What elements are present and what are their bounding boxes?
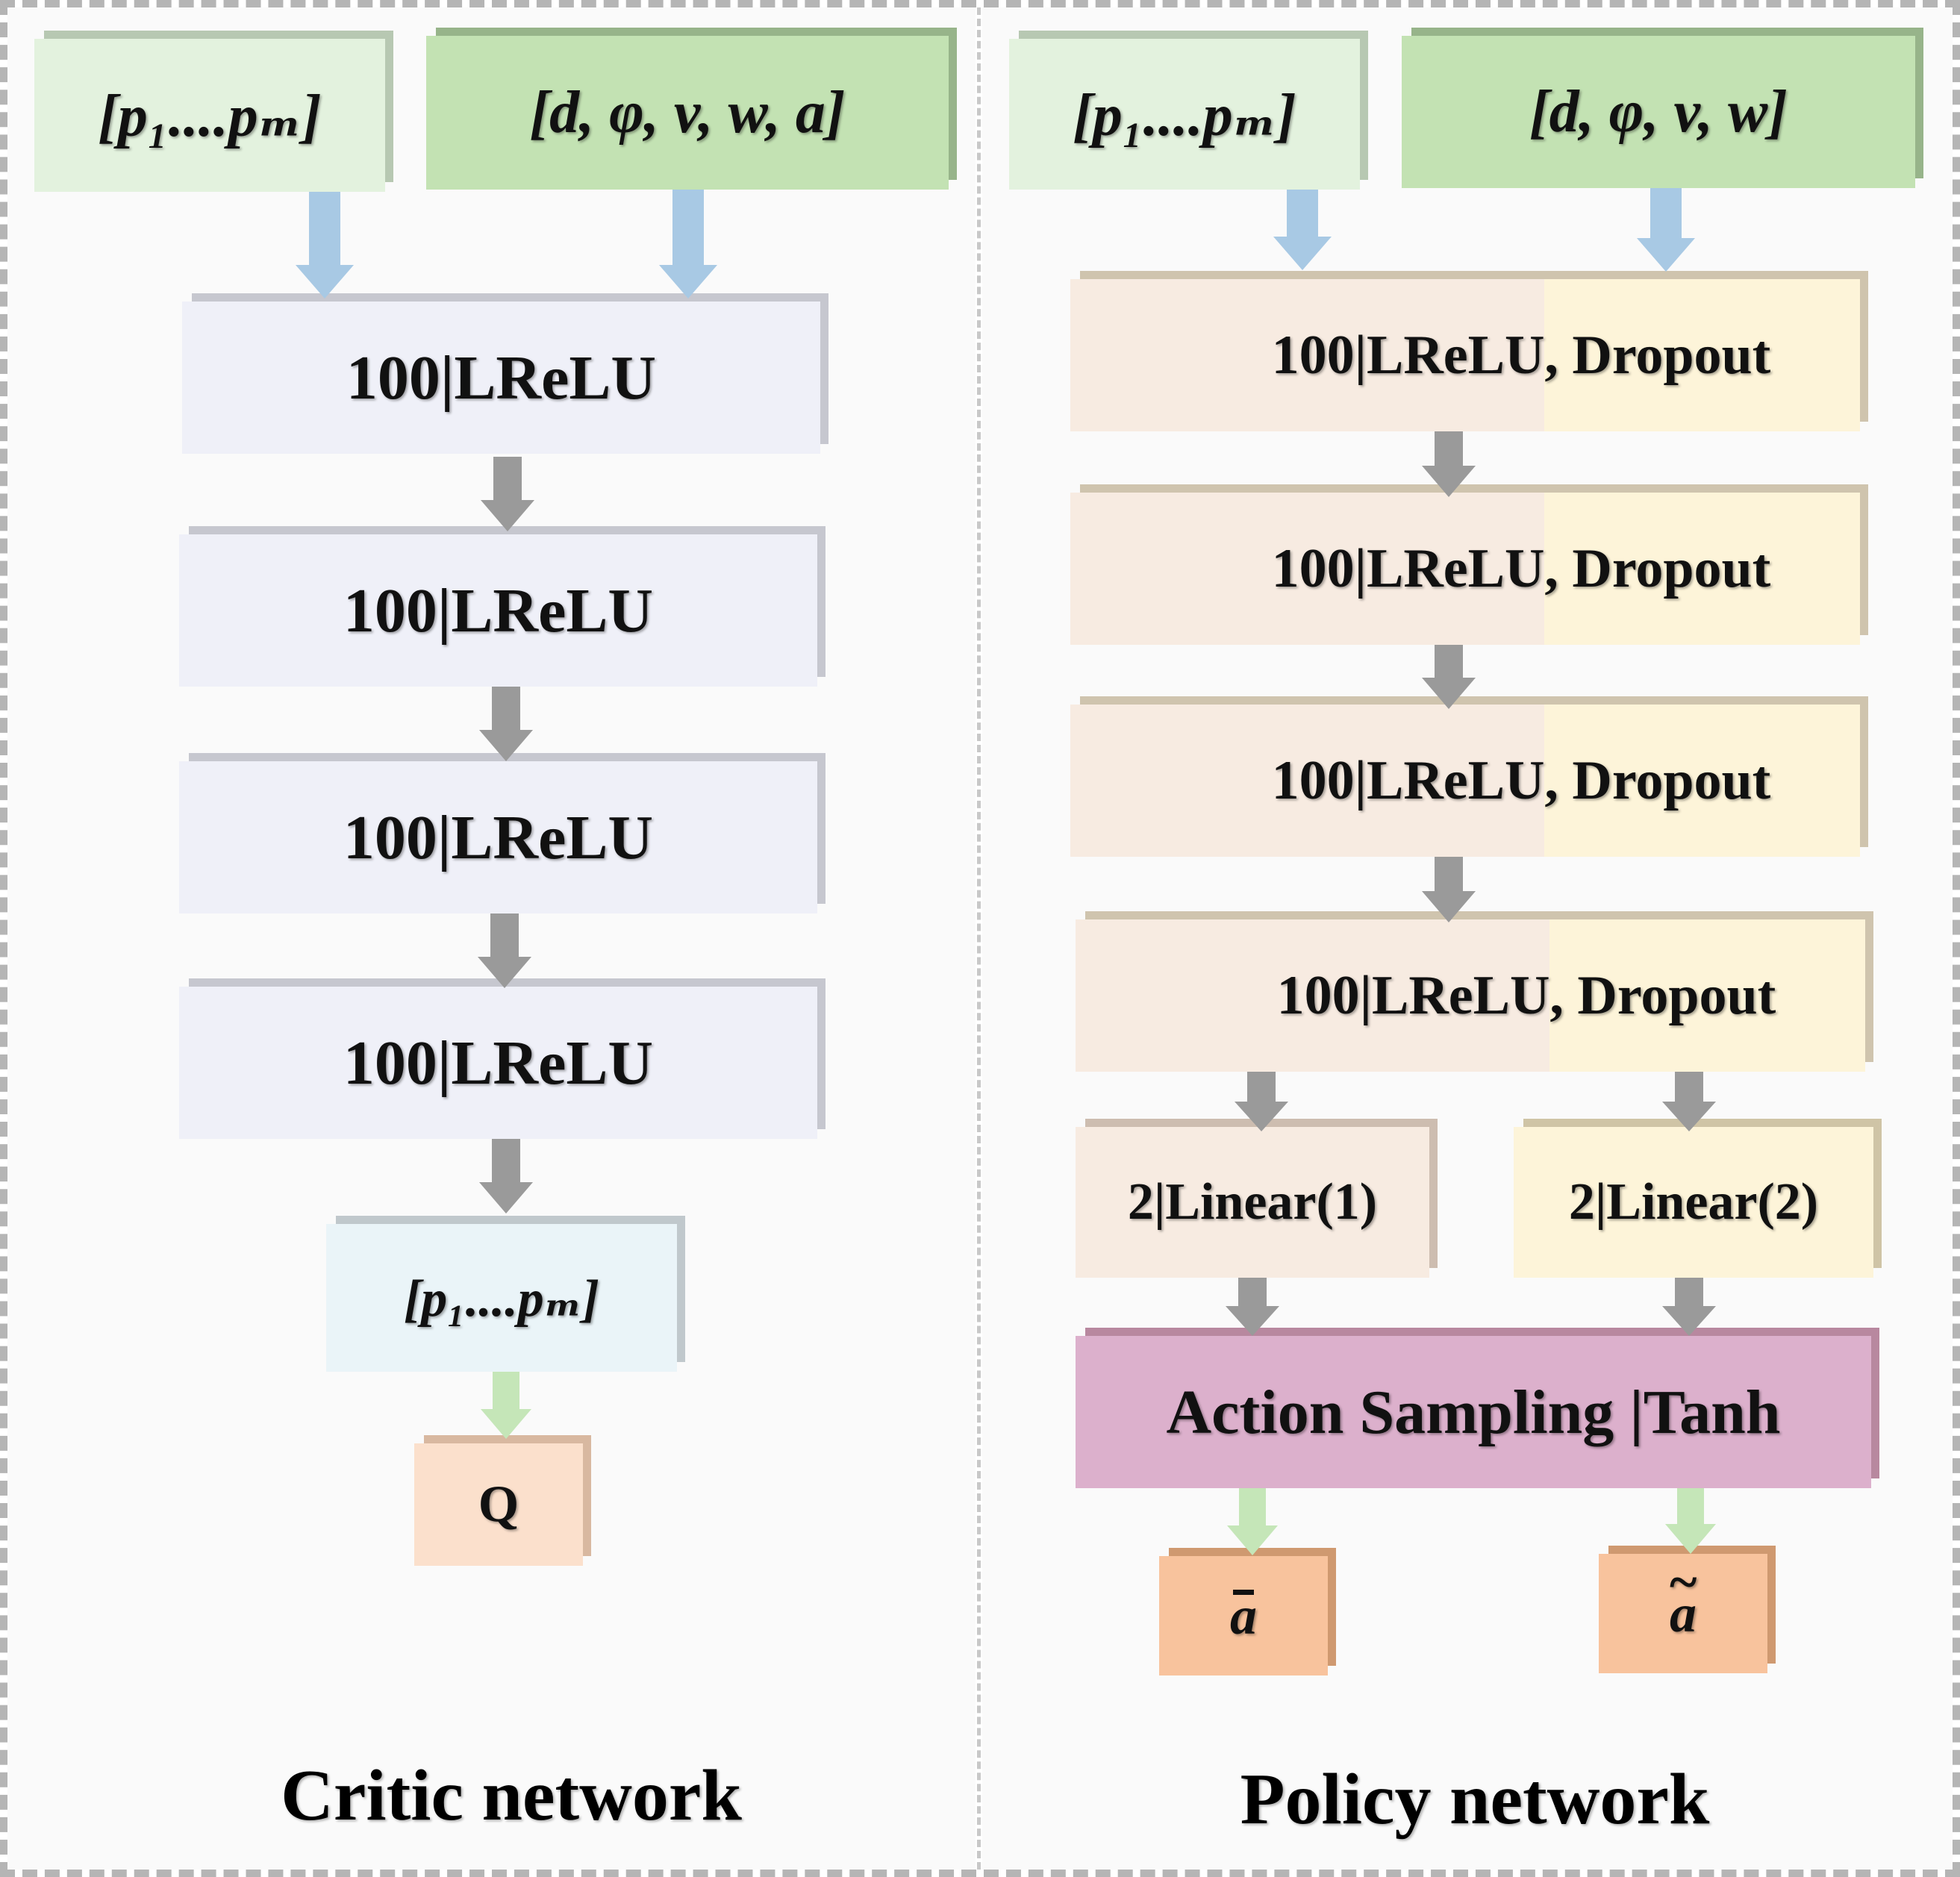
policy-layer-3: 100|LReLU, Dropout [1070,705,1860,857]
policy-output-a-bar: a [1159,1556,1328,1675]
critic-layer-1-label: 100|LReLU [346,343,657,413]
arrow-head [1235,1102,1288,1131]
critic-input-p: [p₁....pₘ] [34,39,385,192]
arrow-shaft [1435,431,1463,466]
policy-output-a-tilde: a [1599,1553,1767,1673]
policy-linear-2-label: 2|Linear(2) [1568,1173,1819,1231]
arrow-head [1662,1306,1716,1336]
critic-caption: Critic network [281,1755,742,1836]
critic-layer-4-label: 100|LReLU [343,1028,654,1098]
arrow-shaft [1239,1488,1266,1525]
critic-input-p-label: [p₁....pₘ] [98,84,322,149]
arrow-head [296,265,354,299]
arrow-head [479,1182,533,1214]
arrow-head [1637,238,1695,272]
arrow-shaft [492,1139,520,1182]
panel-divider [977,7,981,1870]
arrow-shaft [1247,1072,1276,1102]
arrow-head [1422,891,1476,922]
arrow-shaft [1675,1072,1703,1102]
policy-layer-4-label: 100|LReLU, Dropout [1276,964,1776,1026]
arrow-head [481,1409,531,1439]
arrow-shaft [493,457,522,500]
arrow-shaft [1677,1488,1704,1524]
critic-concat-p: [p₁....pₘ] [326,1224,677,1372]
critic-layer-2: 100|LReLU [179,534,817,687]
policy-linear-1-label: 2|Linear(1) [1127,1173,1378,1231]
critic-layer-4: 100|LReLU [179,987,817,1139]
policy-action-sampling: Action Sampling |Tanh [1076,1336,1871,1488]
policy-input-state-label: [d, φ, v, w] [1529,78,1788,145]
arrow-head [659,265,717,299]
policy-input-state: [d, φ, v, w] [1402,36,1915,188]
critic-input-state-label: [d, φ, v, w, a] [529,79,846,146]
arrow-head [1422,466,1476,497]
critic-layer-3: 100|LReLU [179,761,817,913]
arrow-shaft [672,190,704,265]
arrow-head [1227,1525,1278,1555]
critic-output-q: Q [414,1443,583,1566]
critic-input-state-action: [d, φ, v, w, a] [426,36,949,190]
arrow-shaft [309,192,340,265]
arrow-shaft [1435,645,1463,678]
policy-input-p: [p₁....pₘ] [1009,39,1360,190]
arrow-shaft [1435,857,1463,891]
policy-layer-2: 100|LReLU, Dropout [1070,493,1860,645]
policy-layer-3-label: 100|LReLU, Dropout [1271,749,1771,811]
critic-output-label: Q [478,1475,519,1533]
arrow-head [478,957,531,988]
arrow-head [1662,1102,1716,1131]
policy-layer-2-label: 100|LReLU, Dropout [1271,537,1771,599]
policy-layer-4: 100|LReLU, Dropout [1076,919,1865,1072]
policy-linear-1: 2|Linear(1) [1076,1127,1429,1278]
arrow-head [481,500,534,531]
arrow-head [479,730,533,761]
arrow-head [1273,237,1332,270]
policy-caption: Policy network [1240,1759,1710,1840]
arrow-head [1665,1524,1716,1554]
critic-layer-3-label: 100|LReLU [343,802,654,872]
policy-layer-1-label: 100|LReLU, Dropout [1271,324,1771,386]
critic-layer-2-label: 100|LReLU [343,575,654,646]
arrow-shaft [1650,188,1682,238]
arrow-head [1422,678,1476,709]
arrow-shaft [492,687,520,730]
policy-output-a-bar-label: a [1230,1585,1257,1646]
critic-concat-label: [p₁....pₘ] [403,1270,600,1328]
arrow-shaft [1238,1278,1267,1306]
arrow-shaft [1287,190,1318,237]
critic-layer-1: 100|LReLU [182,302,820,454]
policy-output-a-tilde-label: a [1670,1553,1697,1645]
policy-layer-1: 100|LReLU, Dropout [1070,279,1860,431]
arrow-shaft [1675,1278,1703,1306]
policy-action-sampling-label: Action Sampling |Tanh [1166,1377,1781,1447]
arrow-head [1226,1306,1279,1336]
arrow-shaft [490,913,519,957]
policy-linear-2: 2|Linear(2) [1514,1127,1873,1278]
arrow-shaft [493,1372,519,1409]
policy-input-p-label: [p₁....pₘ] [1073,82,1296,149]
